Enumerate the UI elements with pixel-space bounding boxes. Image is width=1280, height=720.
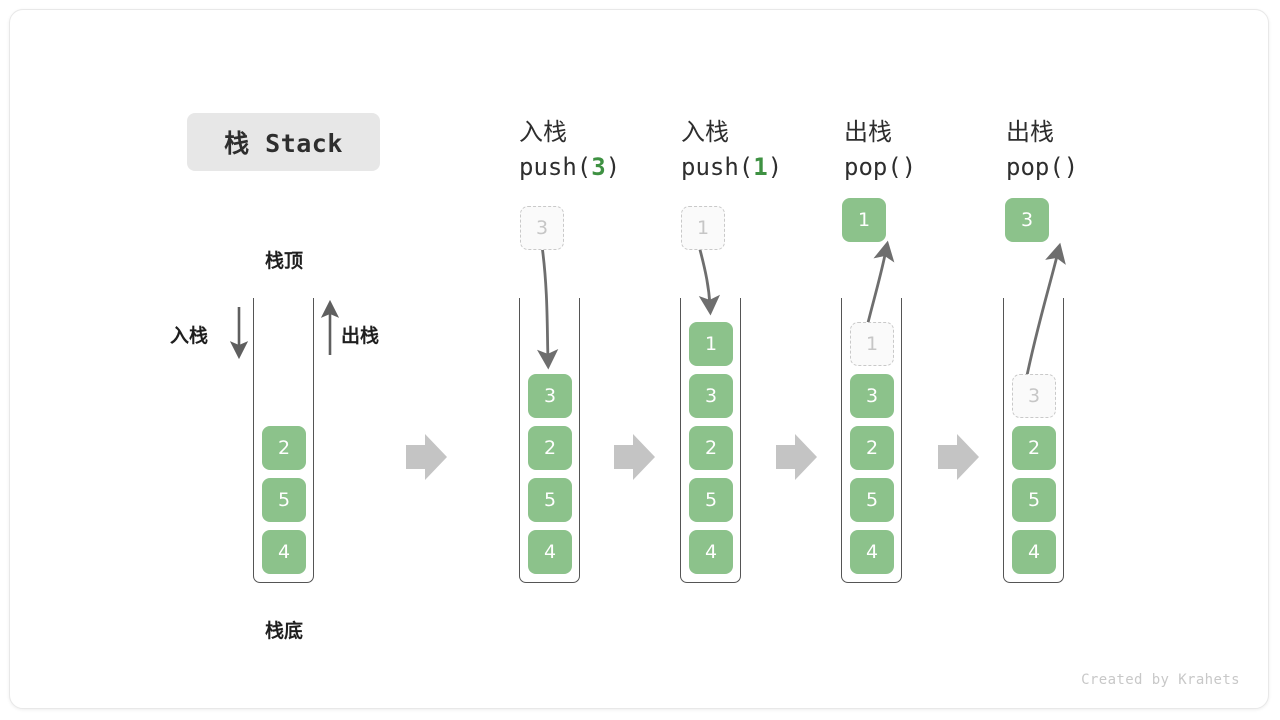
stack-cell: 2: [850, 426, 894, 470]
code-suffix: ): [767, 153, 783, 181]
stack-cell: 2: [1012, 426, 1056, 470]
code-prefix: push(: [681, 153, 754, 181]
stack-cell: 3: [689, 374, 733, 418]
column-header-pop-1: 出栈 pop(): [844, 115, 1044, 185]
stack-cell: 5: [689, 478, 733, 522]
code-prefix: push(: [519, 153, 592, 181]
column-header-code-pop-3: pop(): [1006, 149, 1206, 185]
stack-cell: 4: [1012, 530, 1056, 574]
removed-ghost-cell: 3: [1012, 374, 1056, 418]
code-arg: 3: [591, 153, 606, 181]
column-header-cn-push-3: 入栈: [519, 118, 567, 146]
stack-cell: 5: [528, 478, 572, 522]
column-header-cn-push-1: 入栈: [681, 118, 729, 146]
column-header-code-push-3: push(3): [519, 149, 719, 185]
push-direction-label: 入栈: [170, 325, 209, 347]
popped-cell: 3: [1005, 198, 1049, 242]
column-header-push-1: 入栈 push(1): [681, 115, 881, 185]
transition-block-arrow-2: [614, 434, 655, 480]
stack-top-label: 栈顶: [264, 250, 303, 272]
stack-container-pop-1: [841, 298, 902, 583]
stack-cell: 5: [262, 478, 306, 522]
column-header-push-3: 入栈 push(3): [519, 115, 719, 185]
transition-block-arrow-3: [776, 434, 817, 480]
code-suffix: ): [1063, 153, 1079, 181]
stack-cell: 4: [689, 530, 733, 574]
column-header-cn-pop-1: 出栈: [844, 118, 892, 146]
stack-cell: 4: [850, 530, 894, 574]
stack-cell: 3: [850, 374, 894, 418]
removed-ghost-cell: 1: [850, 322, 894, 366]
column-header-pop-3: 出栈 pop(): [1006, 115, 1206, 185]
column-header-cn-pop-3: 出栈: [1006, 118, 1054, 146]
stack-container-initial: [253, 298, 314, 583]
stack-bottom-label: 栈底: [264, 620, 303, 642]
stack-cell: 4: [528, 530, 572, 574]
stack-cell: 2: [262, 426, 306, 470]
code-suffix: ): [901, 153, 917, 181]
stack-cell: 2: [689, 426, 733, 470]
code-suffix: ): [605, 153, 621, 181]
code-prefix: pop(: [844, 153, 902, 181]
stack-container-push-3: [519, 298, 580, 583]
pop-direction-label: 出栈: [341, 325, 380, 347]
stack-title-badge: 栈 Stack: [187, 113, 380, 171]
incoming-ghost-cell: 3: [520, 206, 564, 250]
stack-cell: 3: [528, 374, 572, 418]
transition-block-arrow-1: [406, 434, 447, 480]
push-1-flow-arrow-icon: [697, 245, 721, 316]
stack-cell: 1: [689, 322, 733, 366]
diagram-card: 栈 Stack 入栈 push(3) 入栈 push(1) 出栈 pop() 出…: [9, 9, 1269, 709]
transition-block-arrow-4: [938, 434, 979, 480]
stack-cell: 4: [262, 530, 306, 574]
column-header-code-pop-1: pop(): [844, 149, 1044, 185]
code-arg: 1: [753, 153, 768, 181]
popped-cell: 1: [842, 198, 886, 242]
stack-cell: 5: [850, 478, 894, 522]
stack-container-push-1: [680, 298, 741, 583]
code-prefix: pop(: [1006, 153, 1064, 181]
stack-cell: 2: [528, 426, 572, 470]
stack-container-pop-3: [1003, 298, 1064, 583]
incoming-ghost-cell: 1: [681, 206, 725, 250]
footer-credit: Created by Krahets: [1081, 672, 1240, 688]
stack-cell: 5: [1012, 478, 1056, 522]
column-header-code-push-1: push(1): [681, 149, 881, 185]
